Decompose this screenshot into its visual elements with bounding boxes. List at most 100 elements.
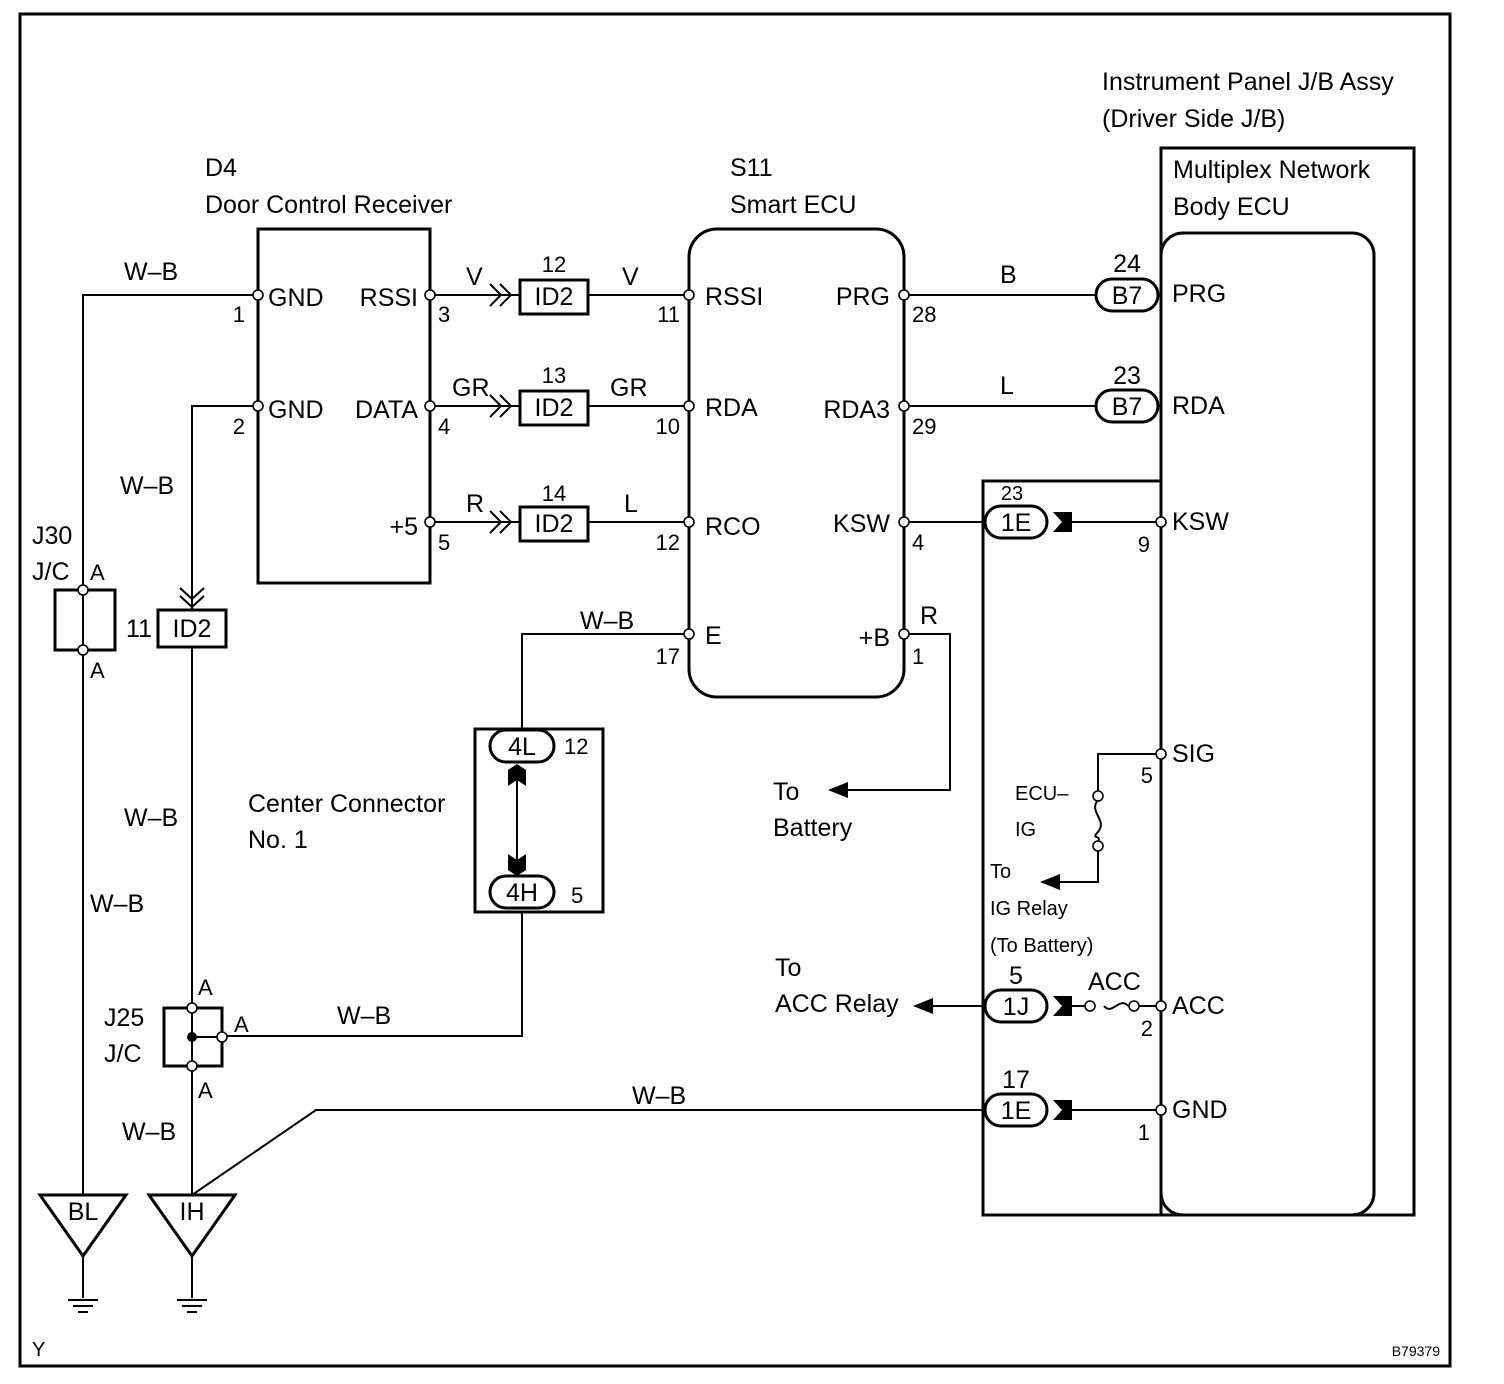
ground-bl: BL <box>37 1193 129 1313</box>
wire-color-rda3: L <box>1000 372 1014 400</box>
d4-pin-plus5: +5 <box>389 513 418 541</box>
svg-text:23: 23 <box>1113 362 1141 390</box>
wire-gnd-bus <box>191 1109 985 1196</box>
connector-1e-17: 1E 17 <box>983 1066 1072 1128</box>
dest-ig-relay-line2: IG Relay <box>990 898 1068 920</box>
s11-pin-e: E <box>705 622 722 650</box>
j30-top-terminal: A <box>90 560 105 585</box>
d4-pinnum-5: 5 <box>438 530 450 555</box>
dest-battery-line2: Battery <box>773 814 853 842</box>
s11-pin-rssi: RSSI <box>705 283 763 311</box>
wire-color-e: W–B <box>580 607 634 635</box>
s11-pin-rda: RDA <box>705 394 758 422</box>
jb-pinnum-1: 1 <box>1138 1120 1150 1145</box>
connector-id2-12: ID2 12 <box>489 252 590 316</box>
center-connector-pin-5: 5 <box>571 883 583 908</box>
dest-battery-line1: To <box>773 778 799 806</box>
s11-pin-rda3: RDA3 <box>823 396 890 424</box>
d4-code: D4 <box>205 154 237 182</box>
j25-top-terminal: A <box>198 975 213 1000</box>
jb-pinnum-9: 9 <box>1138 532 1150 557</box>
jb-title-line1: Instrument Panel J/B Assy <box>1102 68 1394 96</box>
s11-pinnum-28: 28 <box>912 302 936 327</box>
wire-color-rssi-in: V <box>466 263 483 291</box>
s11-pinnum-1: 1 <box>912 644 924 669</box>
j30-code: J30 <box>32 522 72 550</box>
jb-pin-ksw: KSW <box>1172 508 1229 536</box>
connectors: ID2 12 ID2 13 ID2 14 ID2 11 B7 24 <box>126 250 1160 1128</box>
connector-b7-24: B7 24 <box>1094 250 1160 313</box>
s11-pinnum-29: 29 <box>912 414 936 439</box>
door-control-receiver: D4 Door Control Receiver GND GND RSSI DA… <box>205 154 452 585</box>
wire-color-labels: W–B W–B V V GR GR R L B L W–B R W–B W–B … <box>90 258 1017 1146</box>
body-ecu-line2: Body ECU <box>1173 193 1290 221</box>
d4-pinnum-2: 2 <box>233 414 245 439</box>
jb-pinnum-5: 5 <box>1141 763 1153 788</box>
j25-code: J25 <box>104 1004 144 1032</box>
d4-pin-gnd2: GND <box>268 396 324 424</box>
svg-text:5: 5 <box>1009 962 1023 990</box>
diagram-frame <box>18 12 1452 1368</box>
svg-text:1E: 1E <box>1001 1097 1032 1125</box>
svg-text:24: 24 <box>1113 250 1141 278</box>
ground-ih: IH <box>146 1193 238 1313</box>
wire-color-gnd1: W–B <box>124 258 178 286</box>
wires <box>82 294 1161 1298</box>
wire-gnd1 <box>82 294 258 1195</box>
wire-color-gnd2: W–B <box>120 472 174 500</box>
j30-bottom-terminal: A <box>90 658 105 683</box>
junction-j30: J30 J/C A A <box>32 522 117 683</box>
svg-text:14: 14 <box>542 481 566 506</box>
body-ecu-line1: Multiplex Network <box>1173 156 1371 184</box>
svg-text:12: 12 <box>542 252 566 277</box>
smart-ecu: S11 Smart ECU RSSI RDA RCO E PRG RDA3 KS… <box>656 154 936 699</box>
center-connector-pin-12: 12 <box>564 734 588 759</box>
svg-text:BL: BL <box>68 1198 99 1226</box>
jb-title-line2: (Driver Side J/B) <box>1102 105 1285 133</box>
jb-pin-sig: SIG <box>1172 740 1215 768</box>
d4-pin-rssi: RSSI <box>360 284 418 312</box>
pin-terminals <box>252 289 1167 1116</box>
svg-text:23: 23 <box>1001 483 1023 505</box>
s11-pin-rco: RCO <box>705 513 761 541</box>
jb-pin-rda: RDA <box>1172 392 1225 420</box>
connector-1j-5: 1J 5 <box>983 962 1072 1024</box>
d4-pinnum-3: 3 <box>438 302 450 327</box>
s11-code: S11 <box>730 154 773 182</box>
j30-type: J/C <box>32 558 70 586</box>
svg-text:ID2: ID2 <box>535 394 574 422</box>
connector-id2-13: ID2 13 <box>489 363 590 427</box>
dest-ig-relay-line3: (To Battery) <box>990 935 1093 957</box>
fuse-acc: ACC <box>1088 968 1141 996</box>
destinations: To Battery To IG Relay (To Battery) To A… <box>773 778 1093 1018</box>
connector-id2-14: ID2 14 <box>489 481 590 543</box>
s11-pinnum-11: 11 <box>657 302 680 327</box>
connector-id2-11: ID2 11 <box>126 587 228 649</box>
svg-text:11: 11 <box>126 615 152 643</box>
svg-text:1E: 1E <box>1001 509 1032 537</box>
footer-code: B79379 <box>1392 1343 1440 1359</box>
j25-bottom-terminal: A <box>198 1078 213 1103</box>
center-connector: 4L 4H 12 5 Center Connector No. 1 <box>248 727 605 914</box>
s11-pinnum-4: 4 <box>912 530 924 555</box>
s11-pin-ksw: KSW <box>833 510 890 538</box>
jb-pinnum-2: 2 <box>1141 1016 1153 1041</box>
center-connector-line2: No. 1 <box>248 826 308 854</box>
connector-b7-23: B7 23 <box>1094 362 1160 424</box>
j25-right-terminal: A <box>234 1012 249 1037</box>
wire-color-j25-right: W–B <box>337 1002 391 1030</box>
body-ecu-box <box>1159 231 1376 1217</box>
wire-color-rssi-out: V <box>622 263 639 291</box>
wire-color-data-in: GR <box>452 374 490 402</box>
s11-pinnum-12: 12 <box>656 530 680 555</box>
jb-pin-gnd: GND <box>1172 1096 1228 1124</box>
footer-left: Y <box>32 1339 45 1361</box>
dest-acc-relay-line2: ACC Relay <box>775 990 899 1018</box>
connector-1e-23: 1E 23 <box>983 483 1072 540</box>
center-connector-4h: 4H <box>506 879 538 907</box>
s11-pin-prg: PRG <box>836 283 890 311</box>
wire-color-id2-down: W–B <box>124 804 178 832</box>
jb-pin-prg: PRG <box>1172 280 1226 308</box>
wire-gnd2 <box>191 405 258 610</box>
